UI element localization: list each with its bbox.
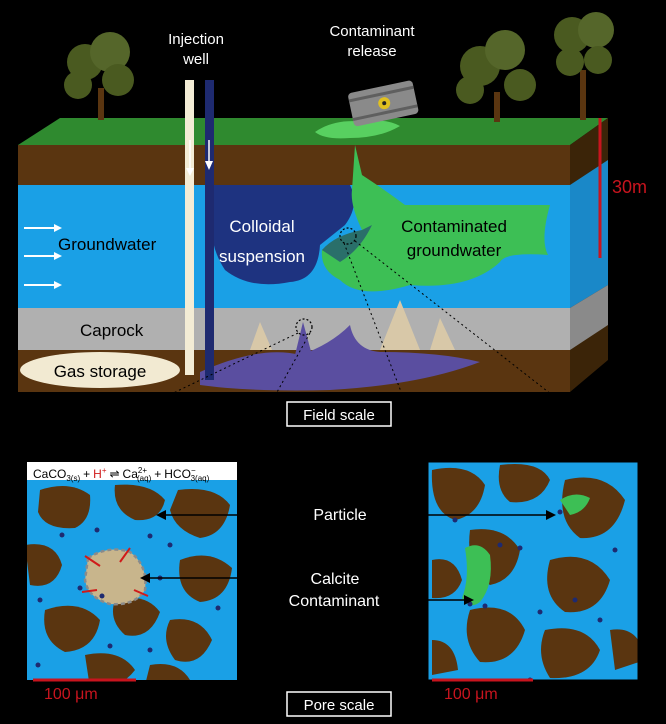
contaminant-release-label-1: Contaminant [329, 23, 415, 40]
pore-panel-right [428, 462, 645, 683]
injection-well-label-2: well [182, 51, 209, 68]
depth-scale-label: 30m [612, 177, 647, 197]
ground-surface [18, 118, 608, 145]
pore-scale-label: Pore scale [304, 697, 375, 714]
eq-reactant-sub: 3(s) [66, 474, 80, 483]
injection-well-label-1: Injection [168, 31, 224, 48]
field-scale-label: Field scale [303, 407, 375, 424]
eq-product-1-sub: (aq) [137, 474, 152, 483]
contaminant-release-label-2: release [347, 43, 396, 60]
calcite-label: Calcite [311, 571, 360, 588]
injection-well-inner [205, 80, 214, 380]
eq-product-2: HCO [164, 467, 191, 481]
micro-scale-label-right: 100 μm [444, 686, 498, 703]
contaminant-label: Contaminant [289, 593, 380, 610]
colloidal-suspension-label-2: suspension [219, 247, 305, 266]
tree [64, 32, 134, 120]
eq-reactant: CaCO [33, 467, 66, 481]
block-side-water [570, 160, 608, 308]
caprock-label: Caprock [80, 321, 144, 340]
colloidal-suspension-label-1: Colloidal [229, 217, 294, 236]
eq-arrow: ⇌ [109, 467, 119, 481]
eq-plus-1: + [83, 467, 90, 481]
particle-label: Particle [313, 507, 366, 524]
eq-plus-2: + [154, 467, 161, 481]
injection-well-outer [185, 80, 194, 375]
topsoil-layer [18, 145, 570, 185]
pore-panel-left: CaCO3(s)+H+⇌Ca2+(aq)+HCO−3(aq) [25, 462, 237, 688]
eq-proton: H [93, 467, 102, 481]
contaminated-groundwater-label-1: Contaminated [401, 217, 507, 236]
eq-product-1: Ca [123, 467, 139, 481]
groundwater-label: Groundwater [58, 235, 157, 254]
gas-storage-label: Gas storage [54, 362, 147, 381]
contaminated-groundwater-label-2: groundwater [407, 241, 502, 260]
eq-product-2-sub: 3(aq) [191, 474, 210, 483]
eq-proton-sup: + [102, 466, 107, 475]
micro-scale-label-left: 100 μm [44, 686, 98, 703]
tree [554, 12, 614, 120]
tree [456, 30, 536, 122]
